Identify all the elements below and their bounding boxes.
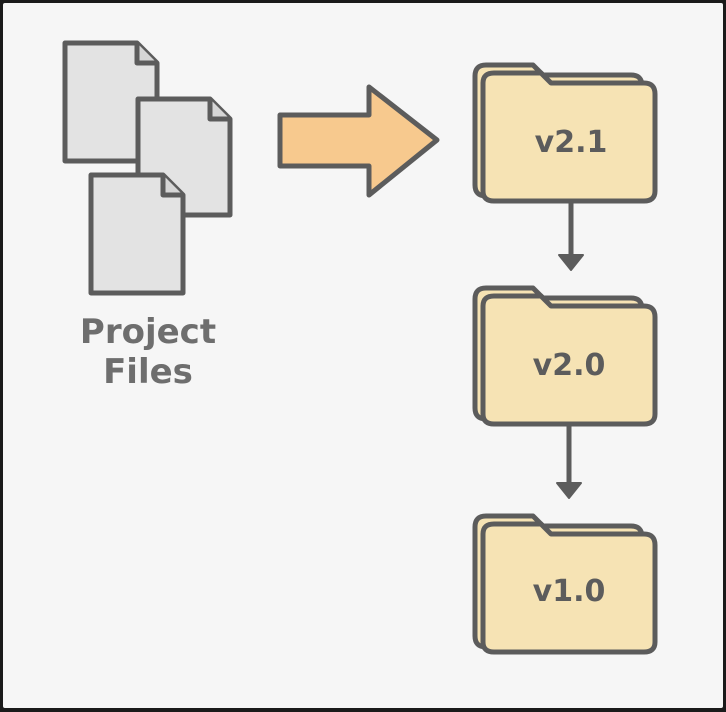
- project-files-label: Project Files: [79, 312, 217, 392]
- document-icon-front: [88, 172, 186, 296]
- folder-label-v1-0: v1.0: [533, 574, 606, 609]
- down-arrow-icon-1: [558, 201, 584, 271]
- folder-icon-v2-1: v2.1: [472, 62, 658, 204]
- right-arrow-icon: [277, 84, 440, 198]
- folder-label-v2-1: v2.1: [535, 125, 608, 160]
- diagram-canvas: v2.1 v2.0 v1.0 Project Files: [3, 3, 723, 708]
- folder-icon-v2-0: v2.0: [472, 285, 658, 427]
- folder-icon-v1-0: v1.0: [472, 513, 658, 655]
- folder-label-v2-0: v2.0: [533, 348, 606, 383]
- stacked-documents-icon: [62, 40, 233, 296]
- down-arrow-icon-2: [556, 424, 582, 499]
